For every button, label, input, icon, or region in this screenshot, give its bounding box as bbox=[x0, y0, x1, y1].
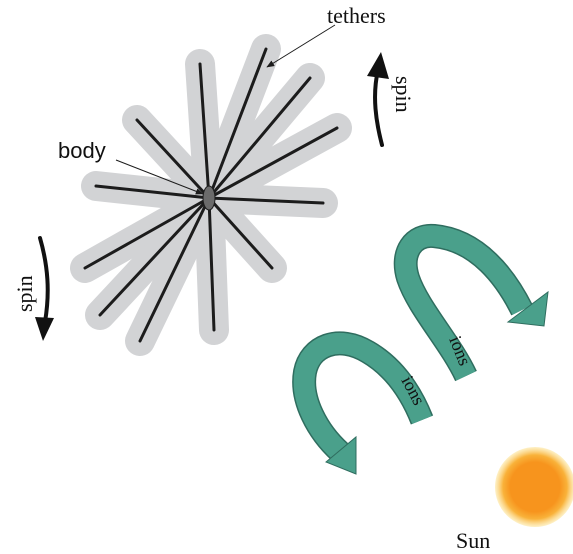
sun-label: Sun bbox=[456, 528, 490, 553]
central-body bbox=[203, 186, 215, 210]
body-label: body bbox=[58, 138, 106, 163]
spin-arrow-left bbox=[35, 238, 54, 341]
spin-label-right: spin bbox=[391, 76, 416, 113]
spin-label-left: spin bbox=[12, 275, 37, 312]
spin-arrow-right bbox=[367, 52, 389, 145]
ion-arrow-upper bbox=[406, 236, 548, 376]
ion-arrow-lower bbox=[304, 343, 422, 474]
tethers-label: tethers bbox=[327, 3, 386, 28]
sun-icon bbox=[495, 447, 573, 527]
